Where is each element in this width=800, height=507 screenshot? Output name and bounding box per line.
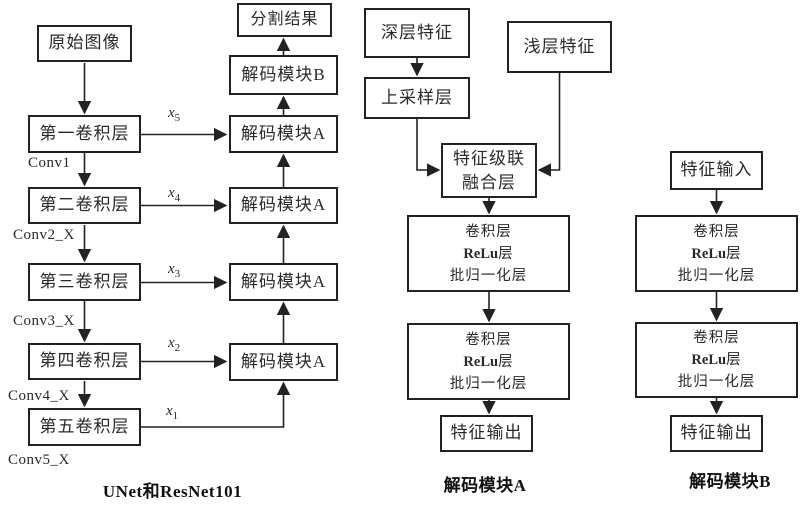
block-line-conv: 卷积层 xyxy=(693,330,740,346)
stage-label-conv4x: Conv4_X xyxy=(8,388,70,404)
node-a-conv-relu-bn-block-2: 卷积层 ReLu层 批归一化层 xyxy=(407,323,570,400)
block-line-relu: ReLu层 xyxy=(463,353,514,370)
caption-module-a: 解码模块A xyxy=(443,476,527,495)
block-line-relu: ReLu层 xyxy=(691,352,742,368)
stage-label-conv2x: Conv2_X xyxy=(13,227,75,243)
node-segmentation-result: 分割结果 xyxy=(237,3,332,37)
node-conv-layer-4: 第四卷积层 xyxy=(28,343,141,380)
block-line-relu: ReLu层 xyxy=(691,245,742,262)
skip-label-x4: x4 xyxy=(168,185,181,204)
node-decoder-module-a-3: 解码模块A xyxy=(229,263,338,301)
node-feature-concat-fusion-layer: 特征级联 融合层 xyxy=(441,143,537,198)
block-line-conv: 卷积层 xyxy=(693,223,740,240)
skip-label-x2: x2 xyxy=(168,335,181,354)
node-conv-layer-5: 第五卷积层 xyxy=(28,408,141,446)
node-original-image: 原始图像 xyxy=(37,25,132,62)
node-a-feature-output: 特征输出 xyxy=(440,415,533,452)
node-upsample-layer: 上采样层 xyxy=(364,77,470,119)
block-line-conv: 卷积层 xyxy=(465,223,512,240)
block-line-bn: 批归一化层 xyxy=(449,267,528,284)
node-decoder-module-a-2: 解码模块A xyxy=(229,187,338,224)
block-line-bn: 批归一化层 xyxy=(677,374,756,390)
node-a-conv-relu-bn-block-1: 卷积层 ReLu层 批归一化层 xyxy=(407,215,570,292)
stage-label-conv3x: Conv3_X xyxy=(13,313,75,329)
block-line-conv: 卷积层 xyxy=(465,331,512,348)
node-b-conv-relu-bn-block-2: 卷积层 ReLu层 批归一化层 xyxy=(635,322,798,398)
caption-backbone: UNet和ResNet101 xyxy=(102,482,243,501)
block-line-bn: 批归一化层 xyxy=(449,375,528,392)
node-b-feature-output: 特征输出 xyxy=(670,415,763,452)
node-b-conv-relu-bn-block-1: 卷积层 ReLu层 批归一化层 xyxy=(635,215,798,292)
caption-module-b: 解码模块B xyxy=(689,472,771,491)
node-shallow-features: 浅层特征 xyxy=(507,21,612,73)
node-conv-layer-1: 第一卷积层 xyxy=(28,115,141,153)
node-conv-layer-3: 第三卷积层 xyxy=(28,263,141,301)
stage-label-conv1: Conv1 xyxy=(28,155,71,171)
fusion-line-1: 特征级联 xyxy=(453,148,525,168)
stage-label-conv5x: Conv5_X xyxy=(8,452,70,468)
block-line-relu: ReLu层 xyxy=(463,245,514,262)
skip-label-x5: x5 xyxy=(168,105,181,124)
node-deep-features: 深层特征 xyxy=(364,8,470,58)
node-decoder-module-a-4: 解码模块A xyxy=(229,343,338,381)
skip-label-x1: x1 xyxy=(166,403,179,422)
fusion-line-2: 融合层 xyxy=(462,172,516,192)
node-decoder-module-b: 解码模块B xyxy=(229,55,338,95)
node-b-feature-input: 特征输入 xyxy=(670,151,763,190)
skip-label-x3: x3 xyxy=(168,261,181,280)
block-line-bn: 批归一化层 xyxy=(677,267,756,284)
node-conv-layer-2: 第二卷积层 xyxy=(28,187,141,224)
node-decoder-module-a-1: 解码模块A xyxy=(229,115,338,153)
